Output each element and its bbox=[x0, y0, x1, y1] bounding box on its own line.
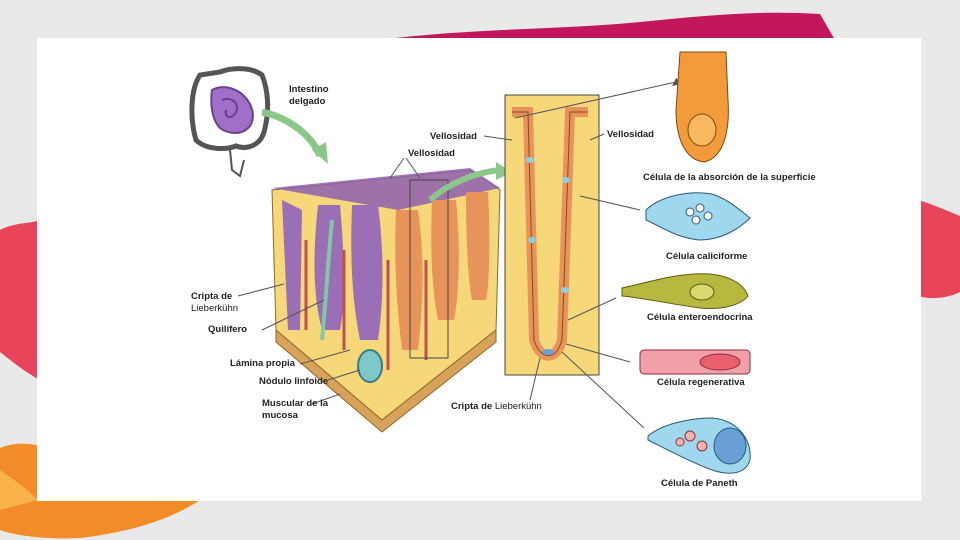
pointer-lines bbox=[237, 81, 677, 429]
small-intestine-icon bbox=[189, 66, 271, 178]
label-intestino: Intestino bbox=[289, 84, 329, 95]
label-quilifero: Quilífero bbox=[208, 324, 248, 335]
goblet-cell bbox=[645, 192, 751, 241]
regenerative-cell bbox=[639, 349, 751, 375]
label-delgado: delgado bbox=[289, 96, 326, 107]
caption-absorptive-cell: Célula de la absorción de la superficie bbox=[643, 172, 816, 183]
label-vellosidad-right: Vellosidad bbox=[607, 129, 654, 140]
label-cripta-bottom: Cripta de Lieberkühn bbox=[451, 401, 542, 412]
label-mucosa: mucosa bbox=[262, 410, 298, 421]
caption-goblet-cell: Célula caliciforme bbox=[666, 251, 748, 262]
paneth-cell bbox=[647, 417, 751, 474]
label-cripta-de: Cripta de bbox=[191, 291, 233, 302]
enlarged-villus bbox=[504, 94, 600, 376]
label-muscular: Muscular de la bbox=[262, 398, 328, 409]
label-vellosidad-left: Vellosidad bbox=[430, 131, 477, 142]
label-cripta-bottom-1: Cripta de bbox=[451, 401, 493, 412]
green-arrow-2 bbox=[427, 167, 501, 203]
label-lamina-propia: Lámina propia bbox=[230, 358, 295, 369]
enteroendocrine-cell bbox=[621, 273, 749, 309]
green-arrow-1 bbox=[261, 108, 324, 158]
absorptive-cell bbox=[675, 51, 729, 163]
villi-block bbox=[271, 168, 501, 433]
caption-paneth-cell: Célula de Paneth bbox=[661, 478, 738, 489]
label-lieberkuhn-left: Lieberkühn bbox=[191, 303, 239, 314]
label-vellosidad-top: Vellosidad bbox=[408, 148, 455, 159]
label-cripta-bottom-2: Lieberkühn bbox=[494, 401, 542, 412]
caption-regenerative-cell: Célula regenerativa bbox=[657, 377, 745, 388]
label-nodulo-linfoide: Nódulo linfoide bbox=[259, 376, 329, 387]
caption-enteroendocrine-cell: Célula enteroendocrina bbox=[647, 312, 753, 323]
